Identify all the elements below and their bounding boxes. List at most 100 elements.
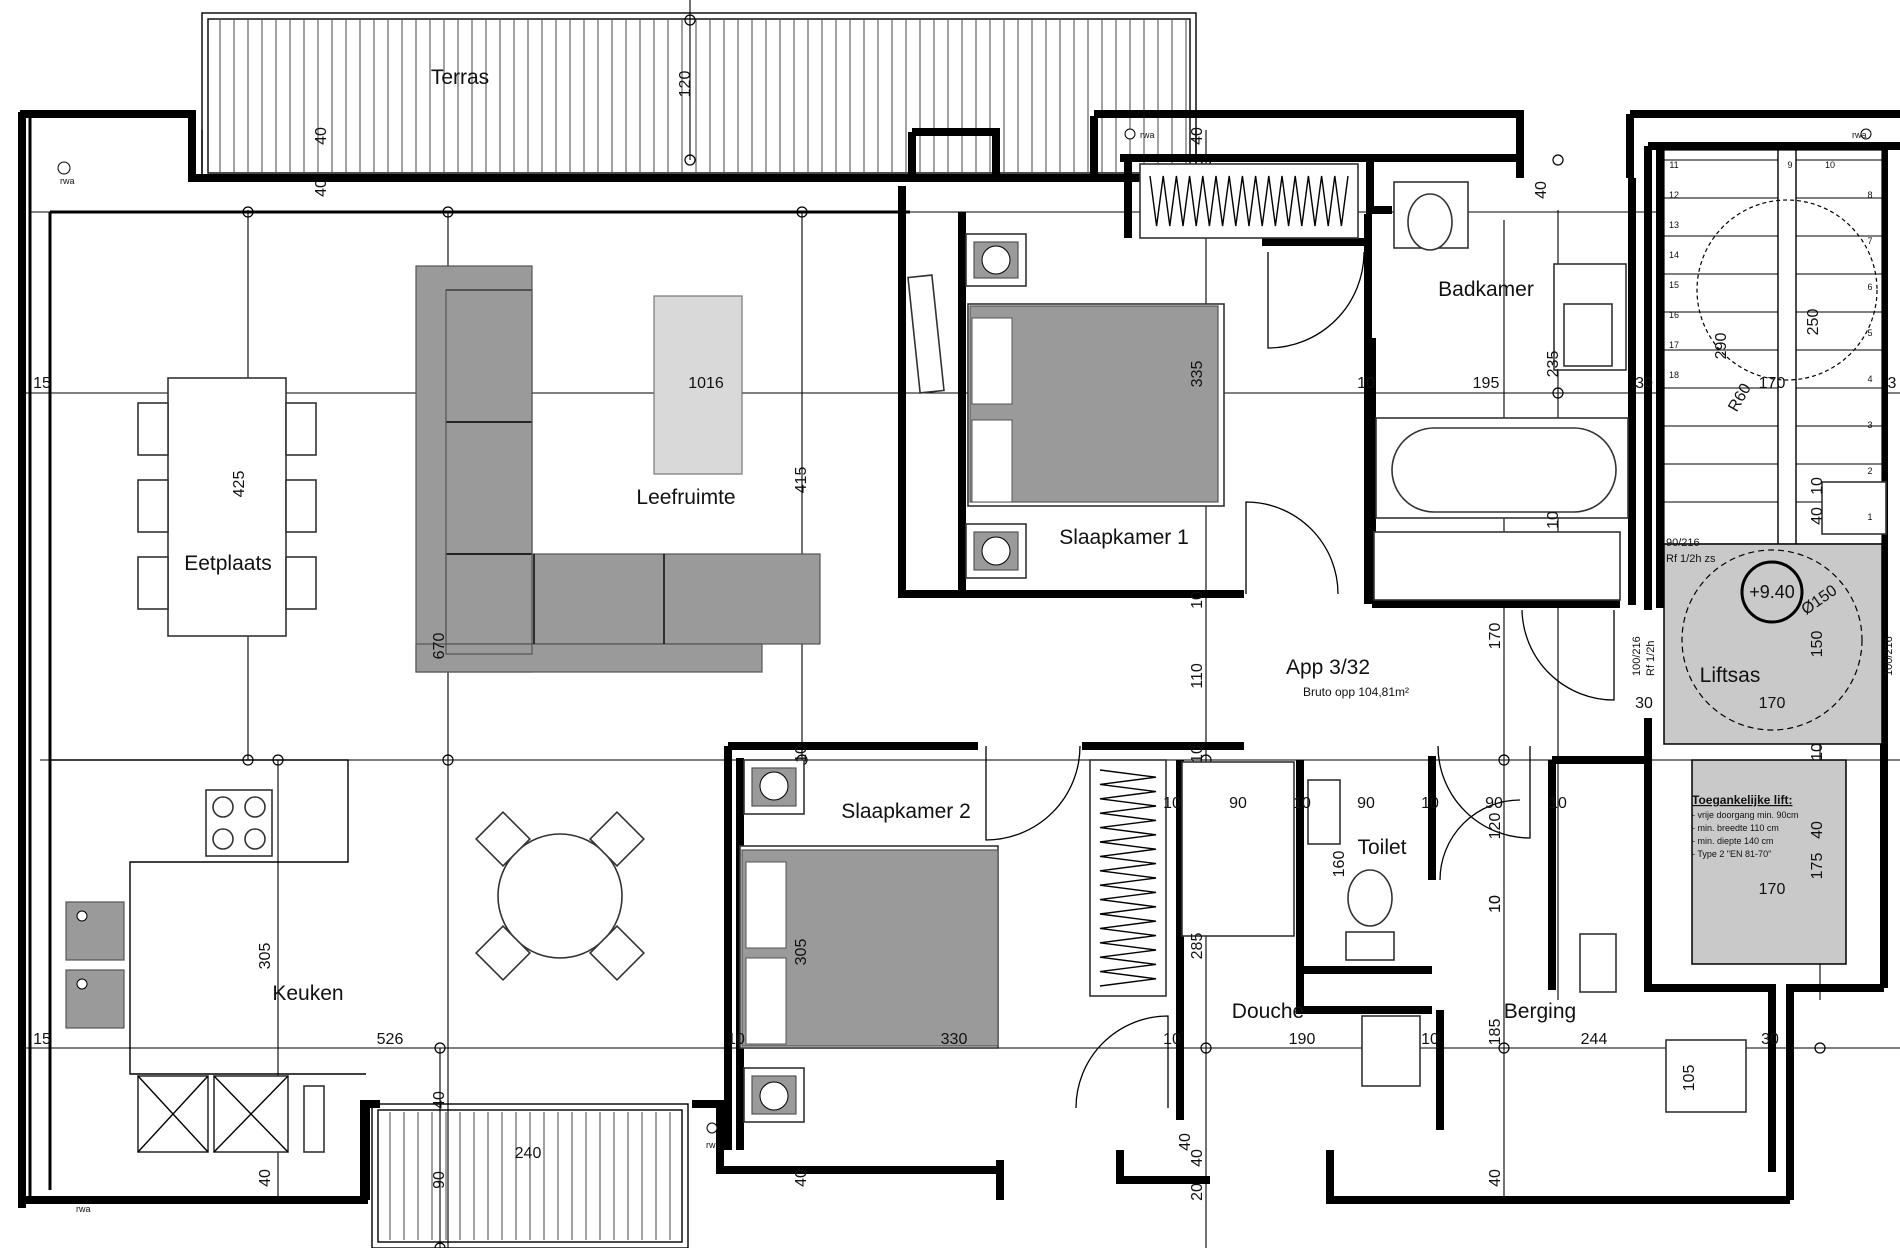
- lift-note-line-3: - min. diepte 140 cm: [1692, 836, 1774, 846]
- axis-marker: [434, 1242, 446, 1248]
- dim-10-e2: 10: [1487, 895, 1504, 913]
- dim-330: 330: [941, 1031, 968, 1048]
- walls: [18, 110, 1900, 1208]
- stair-step-number: 13: [1669, 220, 1679, 230]
- lift-shaft: [1663, 481, 1887, 965]
- rwa-label-2: rwa: [1140, 130, 1155, 140]
- round-table: [474, 810, 646, 982]
- stair-door-code: 90/216: [1666, 537, 1700, 549]
- dim-10-g: 10: [1487, 895, 1504, 913]
- apt-door-rf: Rf 1/2h: [1645, 641, 1657, 676]
- dim-30-r: 30: [1635, 375, 1653, 392]
- dim-240: 240: [515, 1145, 542, 1162]
- balcony-planks: [389, 1112, 671, 1240]
- dim-244: 244: [1581, 1031, 1608, 1048]
- dim-160: 160: [1331, 851, 1348, 878]
- stair-step-number: 1: [1867, 512, 1872, 522]
- slaapkamer1-label: Slaapkamer 1: [1059, 526, 1189, 549]
- axis-marker: [1498, 1042, 1510, 1054]
- dim-10-s1b: 10: [1189, 591, 1206, 609]
- leefruimte-label: Leefruimte: [636, 486, 735, 509]
- dim-1016: 1016: [688, 375, 724, 392]
- dim-terras-40b: 40: [313, 179, 330, 197]
- axis-marker: [1814, 1042, 1826, 1054]
- stair-step-number: 17: [1669, 340, 1679, 350]
- axis-marker: [684, 14, 696, 26]
- dim-90-balc: 90: [431, 1171, 448, 1189]
- dim-285: 285: [1189, 933, 1206, 960]
- toilet-label: Toilet: [1357, 836, 1406, 859]
- bed-1: [907, 233, 1225, 579]
- axis-marker: [1552, 154, 1564, 166]
- dim-30-berging: 30: [1761, 1031, 1779, 1048]
- badkamer-label: Badkamer: [1438, 278, 1534, 301]
- rwa-marker-3: [1860, 128, 1872, 140]
- eetplaats-label: Eetplaats: [184, 552, 272, 575]
- stair-step-number: 5: [1867, 328, 1872, 338]
- dim-305-s2: 305: [793, 939, 810, 966]
- dim-10-s1: 10: [1357, 375, 1375, 392]
- stair-step-number: 8: [1867, 190, 1872, 200]
- dim-415: 415: [793, 467, 810, 494]
- dim-10-s2b: 10: [727, 1031, 745, 1048]
- stair-step-number: 7: [1867, 236, 1872, 246]
- terras-shape: [201, 12, 1197, 180]
- rwa-label-4: rwa: [706, 1140, 721, 1150]
- rwa-label-1: rwa: [60, 176, 75, 186]
- dim-120: 120: [1487, 813, 1504, 840]
- stair-step-number: 18: [1669, 370, 1679, 380]
- stair-step-number: 11: [1669, 160, 1678, 170]
- lift-note-line-4: - Type 2 "EN 81-70": [1692, 849, 1771, 859]
- dining-table: [137, 377, 317, 637]
- dim-terras-40a: 40: [313, 127, 330, 145]
- dim-335: 335: [1189, 361, 1206, 388]
- dim-20: 20: [1189, 1183, 1206, 1201]
- dim-150: 150: [1809, 631, 1826, 658]
- rwa-label-3: rwa: [1852, 130, 1867, 140]
- berging-label: Berging: [1504, 1000, 1576, 1023]
- stair-step-number: 16: [1669, 310, 1679, 320]
- dim-10-s2: 10: [793, 745, 810, 763]
- dim-10-r: 10: [1809, 743, 1826, 761]
- dim-185: 185: [1487, 1019, 1504, 1046]
- stair-step-number: 10: [1825, 160, 1835, 170]
- keuken-label: Keuken: [272, 982, 343, 1005]
- lift-note: Toegankelijke lift: - vrije doorgang min…: [1692, 793, 1799, 859]
- axis-marker: [684, 154, 696, 166]
- rwa-marker-4: [706, 1122, 718, 1134]
- stair-steps: [1664, 159, 1882, 503]
- dim-40-balc: 40: [431, 1091, 448, 1109]
- douche-label: Douche: [1232, 1000, 1304, 1023]
- doors: [985, 251, 1615, 1109]
- stair-step-number: 9: [1787, 160, 1792, 170]
- axis-marker: [242, 206, 254, 218]
- axis-marker: [442, 754, 454, 766]
- stair-step-number: 2: [1867, 466, 1872, 476]
- dim-305-kitchen: 305: [257, 943, 274, 970]
- dim-40-b4: 40: [1189, 1149, 1206, 1167]
- dim-10-f: 10: [1163, 1031, 1181, 1048]
- dim-40-b1: 40: [793, 1169, 810, 1187]
- stair-step-number: 14: [1669, 250, 1679, 260]
- rwa-label-5: rwa: [76, 1204, 91, 1214]
- dim-10-a: 10: [1189, 745, 1206, 763]
- dim-425: 425: [231, 471, 248, 498]
- dim-190: 190: [1289, 1031, 1316, 1048]
- dim-670: 670: [431, 633, 448, 660]
- lift-note-line-2: - min. breedte 110 cm: [1692, 823, 1779, 833]
- stair-step-number: 4: [1867, 374, 1872, 384]
- dim-250: 250: [1805, 309, 1822, 336]
- axis-marker: [1498, 754, 1510, 766]
- axis-marker: [442, 206, 454, 218]
- dim-170-lift: 170: [1759, 695, 1786, 712]
- dim-40-bl: 40: [257, 1169, 274, 1187]
- dimensions: 1016 15 425 415 670 305 526 15 240 40 90…: [33, 127, 1896, 1201]
- axis-marker: [1552, 387, 1564, 399]
- dim-170-lift2: 170: [1759, 881, 1786, 898]
- lift-note-title: Toegankelijke lift:: [1692, 793, 1792, 807]
- dim-170-stair: 170: [1759, 375, 1786, 392]
- dim-terras-120: 120: [677, 71, 694, 98]
- dim-10-d: 10: [1421, 795, 1439, 812]
- level-label: +9.40: [1749, 582, 1795, 602]
- dim-175: 175: [1809, 853, 1826, 880]
